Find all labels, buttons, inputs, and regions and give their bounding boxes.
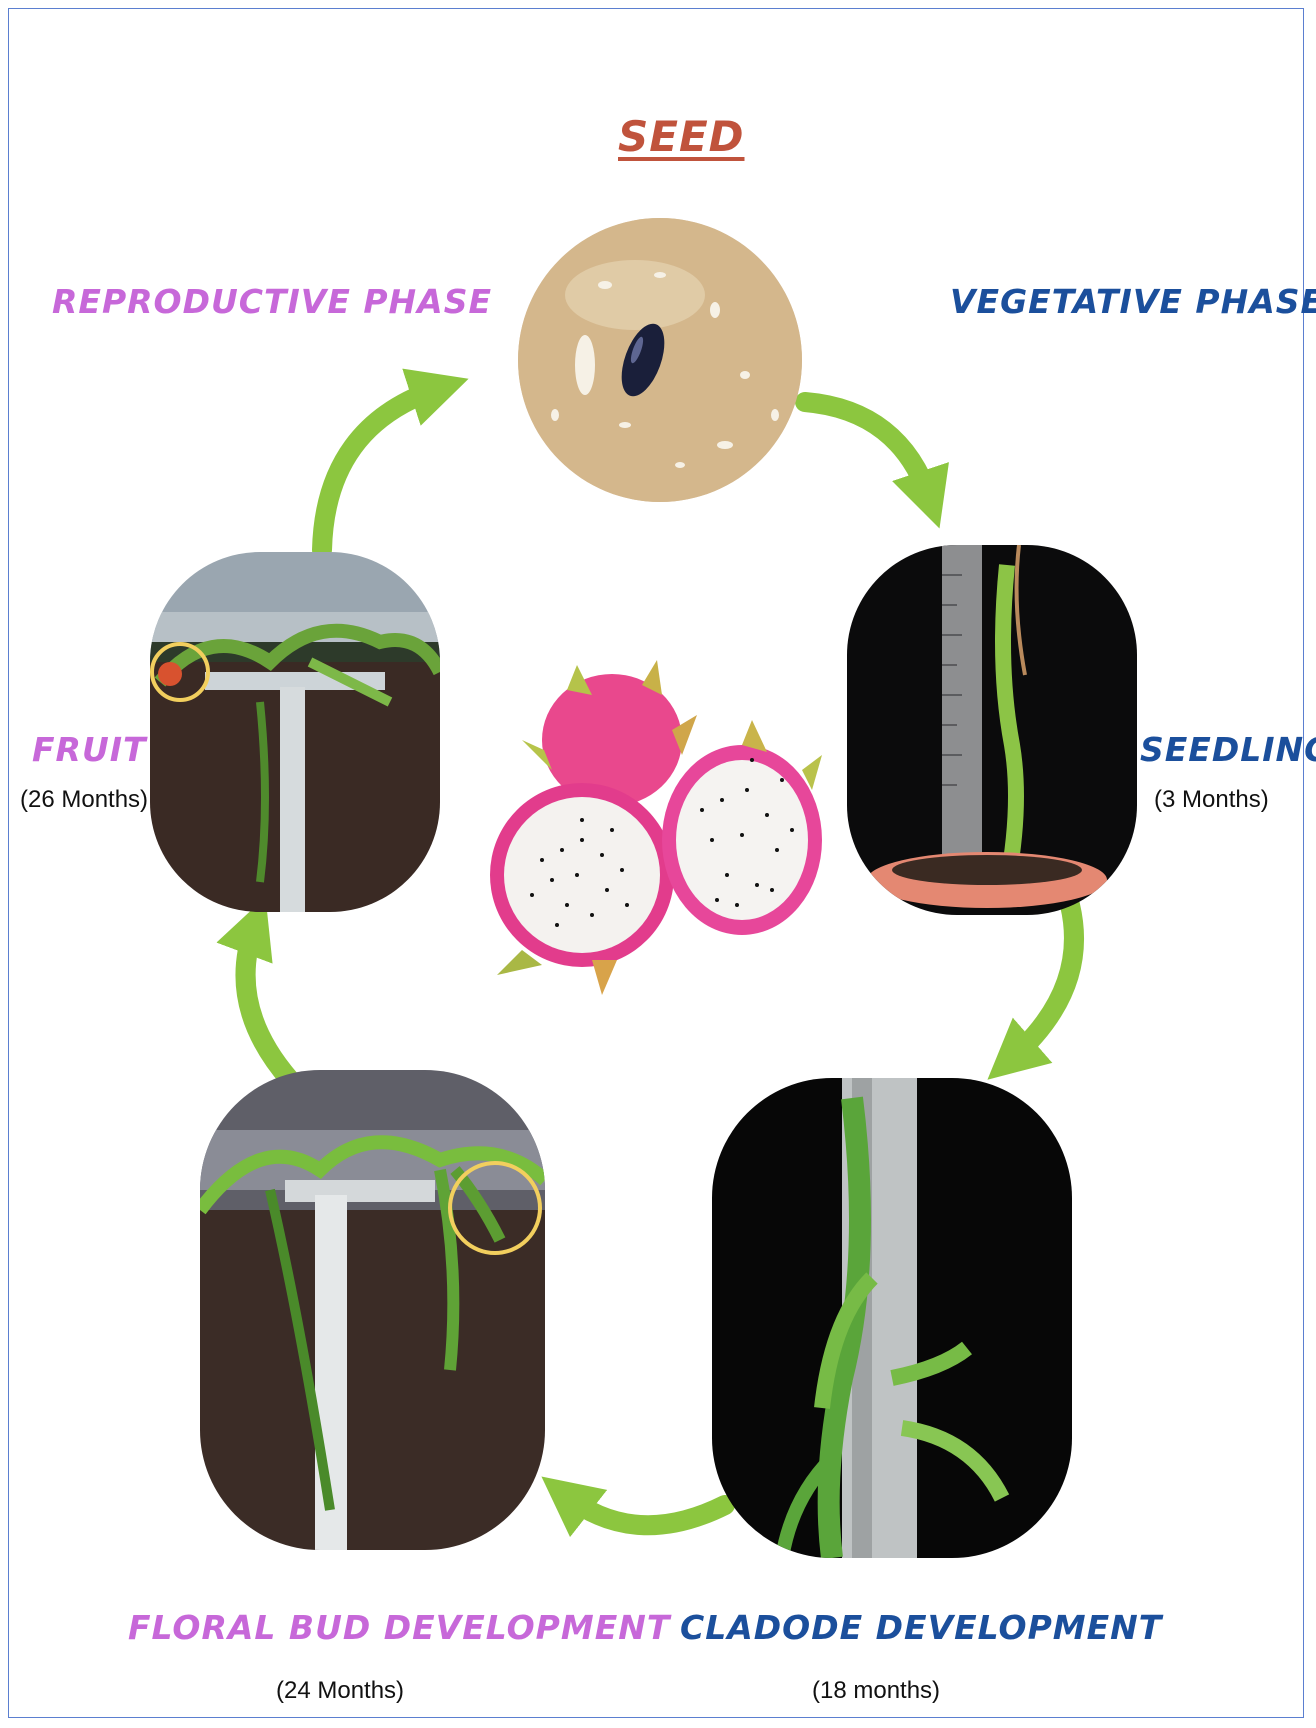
- arrow-fruit-to-seed: [322, 388, 440, 550]
- half-fruit-right: [662, 720, 822, 935]
- arrow-seedling-to-cladode: [1010, 905, 1074, 1060]
- arrow-floral-bud-to-fruit: [246, 925, 290, 1080]
- seed-photo: [515, 215, 805, 505]
- arrow-seed-to-seedling: [805, 402, 930, 500]
- dragon-fruit-photo: [482, 660, 822, 1020]
- half-fruit-left: [490, 783, 674, 995]
- arrow-cladode-to-floral-bud: [565, 1495, 725, 1525]
- fruit-photo: [150, 552, 440, 912]
- floral-bud-photo: [200, 1070, 545, 1550]
- seedling-photo: [847, 545, 1137, 915]
- cladode-photo: [712, 1078, 1072, 1558]
